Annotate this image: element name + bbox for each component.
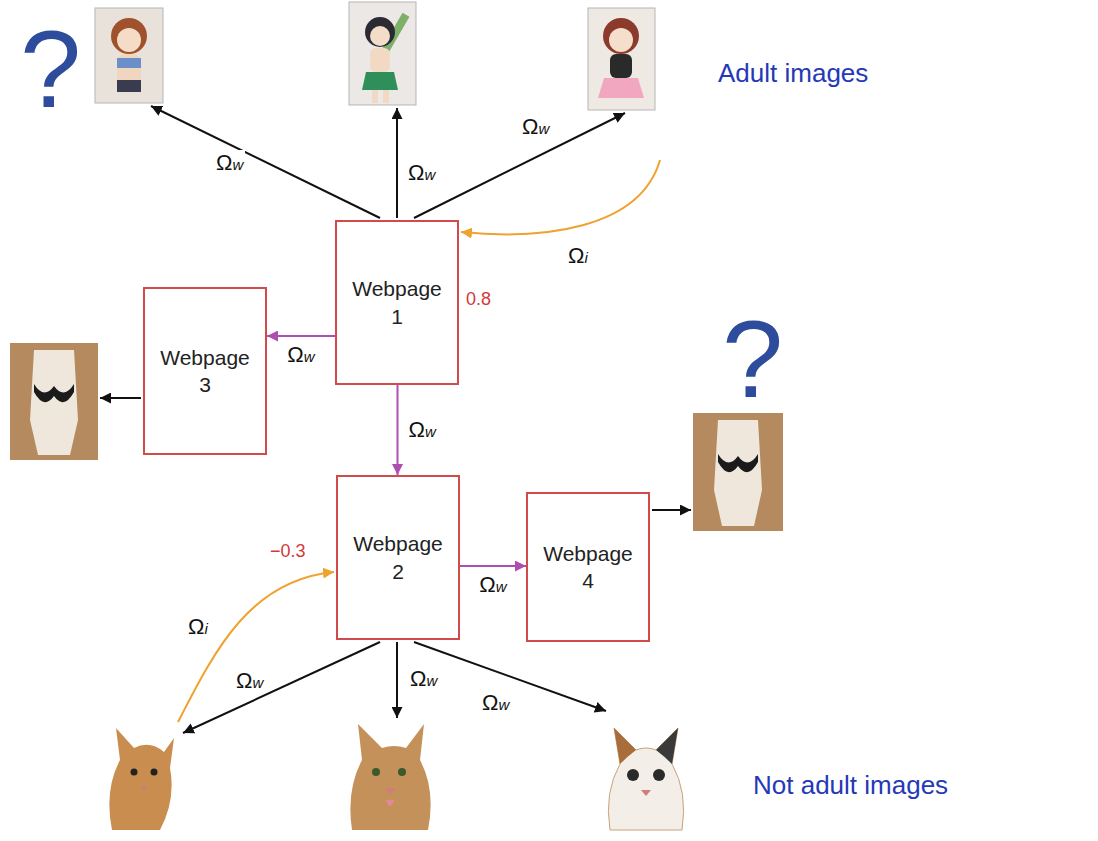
weight-label: Ωw xyxy=(406,160,437,186)
illustration-part xyxy=(610,54,632,78)
webpage-box: Webpage 2 xyxy=(336,475,460,640)
illustration-part xyxy=(30,350,78,455)
illustration-part xyxy=(396,642,398,718)
weight-label: Ωi xyxy=(566,243,590,269)
page-link-arrow xyxy=(397,385,399,475)
weight-label: Ωw xyxy=(234,668,265,694)
illustration-part xyxy=(693,413,783,531)
illustration-part xyxy=(117,28,141,52)
illustration-part xyxy=(95,8,163,103)
illustration-part xyxy=(588,8,655,110)
illustration-part xyxy=(652,509,691,511)
illustration-part xyxy=(653,769,665,781)
illustration-part xyxy=(656,728,678,764)
group-caption: Not adult images xyxy=(753,772,948,798)
page-link-arrow xyxy=(267,335,335,337)
illustration-part xyxy=(461,160,660,234)
illustration-part xyxy=(151,106,380,218)
illustration-part xyxy=(349,2,416,105)
illustration-part xyxy=(365,17,395,47)
illustration-part xyxy=(117,80,141,92)
illustration-part xyxy=(414,113,625,218)
weight-label: Ωw xyxy=(408,666,439,692)
cat-image xyxy=(109,728,174,830)
illustration-part xyxy=(350,724,430,830)
page-link-arrow xyxy=(460,565,526,567)
score-label: −0.3 xyxy=(270,542,306,560)
illustration-part xyxy=(385,788,395,794)
illustration-part xyxy=(598,78,644,98)
illustration-part xyxy=(117,58,141,68)
illustration-part xyxy=(362,72,398,90)
illustration-part xyxy=(372,90,378,103)
illustration-part xyxy=(718,454,758,472)
illustration-part xyxy=(608,728,683,830)
illustration-part xyxy=(140,786,148,791)
doll-image xyxy=(349,2,416,105)
illustration-part xyxy=(627,769,639,781)
unknown-mark: ? xyxy=(722,304,783,414)
illustration-part xyxy=(386,800,394,806)
cat-image xyxy=(350,724,430,830)
illustration-part xyxy=(370,48,390,72)
weight-label: Ωi xyxy=(186,614,210,640)
illustration-part xyxy=(398,768,406,776)
unknown-mark: ? xyxy=(20,14,81,124)
mannequin-image xyxy=(10,343,98,460)
link-arrow xyxy=(100,106,691,733)
illustration-part xyxy=(383,90,389,103)
illustration-part xyxy=(109,728,174,830)
illustration-part xyxy=(183,642,380,733)
webpage-box: Webpage 4 xyxy=(526,492,650,642)
mannequin-image xyxy=(693,413,783,531)
score-label: 0.8 xyxy=(466,290,491,308)
illustration-part xyxy=(609,28,633,52)
cat-image xyxy=(608,728,683,830)
node-label: Webpage 4 xyxy=(540,540,636,595)
illustration-part xyxy=(372,768,380,776)
node-label: Webpage 3 xyxy=(157,344,253,399)
illustration-part xyxy=(603,18,639,54)
weight-label: Ωw xyxy=(214,150,245,176)
doll-image xyxy=(588,8,655,110)
illustration-part xyxy=(34,384,74,402)
weight-label: Ωw xyxy=(480,690,511,716)
weight-label: Ωw xyxy=(477,572,508,598)
illustration-part xyxy=(178,572,334,722)
webpage-box: Webpage 1 xyxy=(335,220,459,385)
group-caption: Adult images xyxy=(718,60,868,86)
node-label: Webpage 2 xyxy=(350,530,446,585)
illustration-part xyxy=(151,769,158,776)
illustration-part xyxy=(641,790,651,796)
illustration-part xyxy=(714,420,762,526)
illustration-part xyxy=(10,343,98,460)
illustration-part xyxy=(100,397,141,399)
node-label: Webpage 1 xyxy=(349,275,445,330)
weight-label: Ωw xyxy=(520,114,551,140)
illustration-part xyxy=(117,54,141,92)
illustration-part xyxy=(131,769,138,776)
doll-image xyxy=(95,8,163,103)
weight-label: Ωw xyxy=(407,417,438,443)
weight-label: Ωw xyxy=(285,342,316,368)
webpage-box: Webpage 3 xyxy=(143,287,267,455)
illustration-part xyxy=(614,728,636,764)
illustration-part xyxy=(396,108,398,218)
illustration-part xyxy=(111,18,147,54)
illustration-part xyxy=(370,26,390,46)
